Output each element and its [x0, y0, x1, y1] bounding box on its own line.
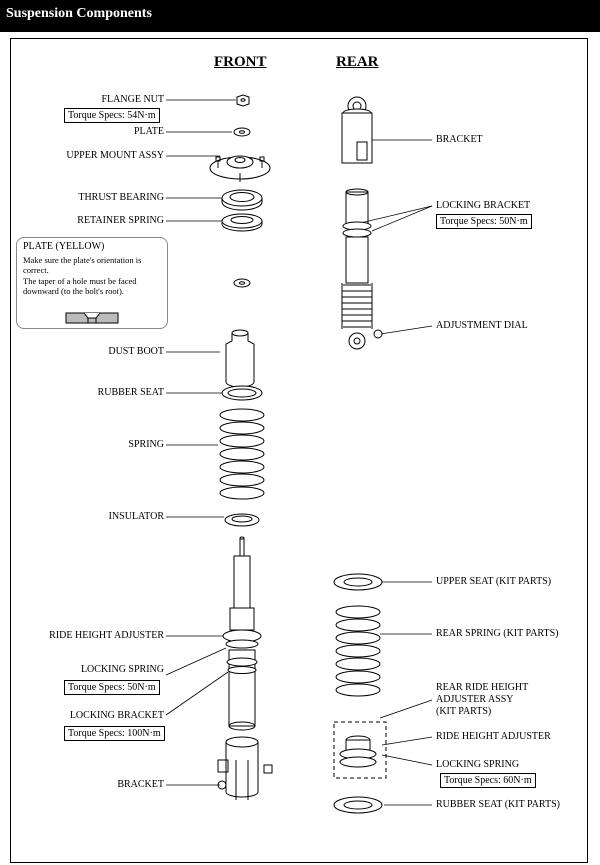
- label-rear-rubber-seat: RUBBER SEAT (KIT PARTS): [436, 799, 560, 810]
- retainer-spring-icon: [221, 213, 263, 232]
- torque-locking-bracket: Torque Specs: 100N·m: [64, 726, 165, 741]
- torque-locking-spring: Torque Specs: 50N·m: [64, 680, 160, 695]
- label-rear-locking-spring: LOCKING SPRING: [436, 759, 520, 770]
- section-header: Suspension Components: [0, 0, 600, 32]
- note-title: PLATE (YELLOW): [23, 241, 105, 252]
- dust-boot-icon: [225, 329, 255, 388]
- label-rear-spring: REAR SPRING (KIT PARTS): [436, 628, 559, 639]
- upper-seat-icon: [333, 573, 383, 591]
- rear-adjuster-icon: [333, 721, 387, 779]
- label-rubber-seat: RUBBER SEAT: [97, 387, 164, 398]
- label-thrust-bearing: THRUST BEARING: [78, 192, 164, 203]
- label-rear-adjuster-assy-1: REAR RIDE HEIGHT: [436, 682, 529, 693]
- label-ride-height-adjuster: RIDE HEIGHT ADJUSTER: [49, 630, 164, 641]
- label-locking-spring: LOCKING SPRING: [80, 664, 164, 675]
- plate-icon: [233, 127, 251, 137]
- coil-spring-icon: [219, 408, 265, 500]
- torque-rear-locking-spring: Torque Specs: 60N·m: [440, 773, 536, 788]
- rear-column-title: REAR: [336, 54, 379, 70]
- label-upper-seat: UPPER SEAT (KIT PARTS): [436, 576, 552, 587]
- rear-rubber-seat-icon: [333, 796, 383, 814]
- rear-spring-icon: [335, 605, 381, 697]
- label-rear-adjuster-assy-2: ADJUSTER ASSY: [436, 694, 514, 705]
- section-title: Suspension Components: [6, 6, 152, 21]
- label-retainer-spring: RETAINER SPRING: [77, 215, 164, 226]
- rear-shock-icon: [341, 96, 383, 350]
- plate-note-box: PLATE (YELLOW) Make sure the plate's ori…: [16, 237, 168, 329]
- label-rear-ride-height-adjuster: RIDE HEIGHT ADJUSTER: [436, 731, 551, 742]
- note-line-1: Make sure the plate's orientation is cor…: [23, 254, 142, 276]
- flange-nut-icon: [236, 94, 250, 107]
- front-leader-lines: [165, 99, 236, 786]
- front-strut-icon: [217, 536, 273, 800]
- label-rear-bracket: BRACKET: [436, 134, 483, 145]
- note-line-2: The taper of a hole must be faced downwa…: [23, 275, 137, 297]
- torque-rear-locking-bracket: Torque Specs: 50N·m: [436, 214, 532, 229]
- insulator-icon: [224, 513, 260, 527]
- label-insulator: INSULATOR: [108, 511, 164, 522]
- diagram-frame: [10, 38, 588, 863]
- label-dust-boot: DUST BOOT: [108, 346, 164, 357]
- rubber-seat-icon: [221, 385, 263, 401]
- thrust-bearing-icon: [221, 189, 263, 211]
- label-rear-adjuster-assy-3: (KIT PARTS): [436, 706, 492, 717]
- rear-leader-lines: [351, 139, 433, 806]
- label-locking-bracket: LOCKING BRACKET: [69, 710, 164, 721]
- upper-mount-icon: [209, 155, 271, 182]
- label-rear-locking-bracket: LOCKING BRACKET: [436, 200, 531, 211]
- yellow-plate-icon: [233, 278, 251, 288]
- label-spring: SPRING: [128, 439, 164, 450]
- label-upper-mount: UPPER MOUNT ASSY: [66, 150, 164, 161]
- label-adjustment-dial: ADJUSTMENT DIAL: [436, 320, 528, 331]
- label-bracket: BRACKET: [117, 779, 164, 790]
- torque-flange-nut: Torque Specs: 54N·m: [64, 108, 160, 123]
- front-column-title: FRONT: [214, 54, 267, 70]
- label-flange-nut: FLANGE NUT: [101, 94, 165, 105]
- plate-orientation-icon: [65, 312, 119, 324]
- label-plate: PLATE: [134, 126, 164, 137]
